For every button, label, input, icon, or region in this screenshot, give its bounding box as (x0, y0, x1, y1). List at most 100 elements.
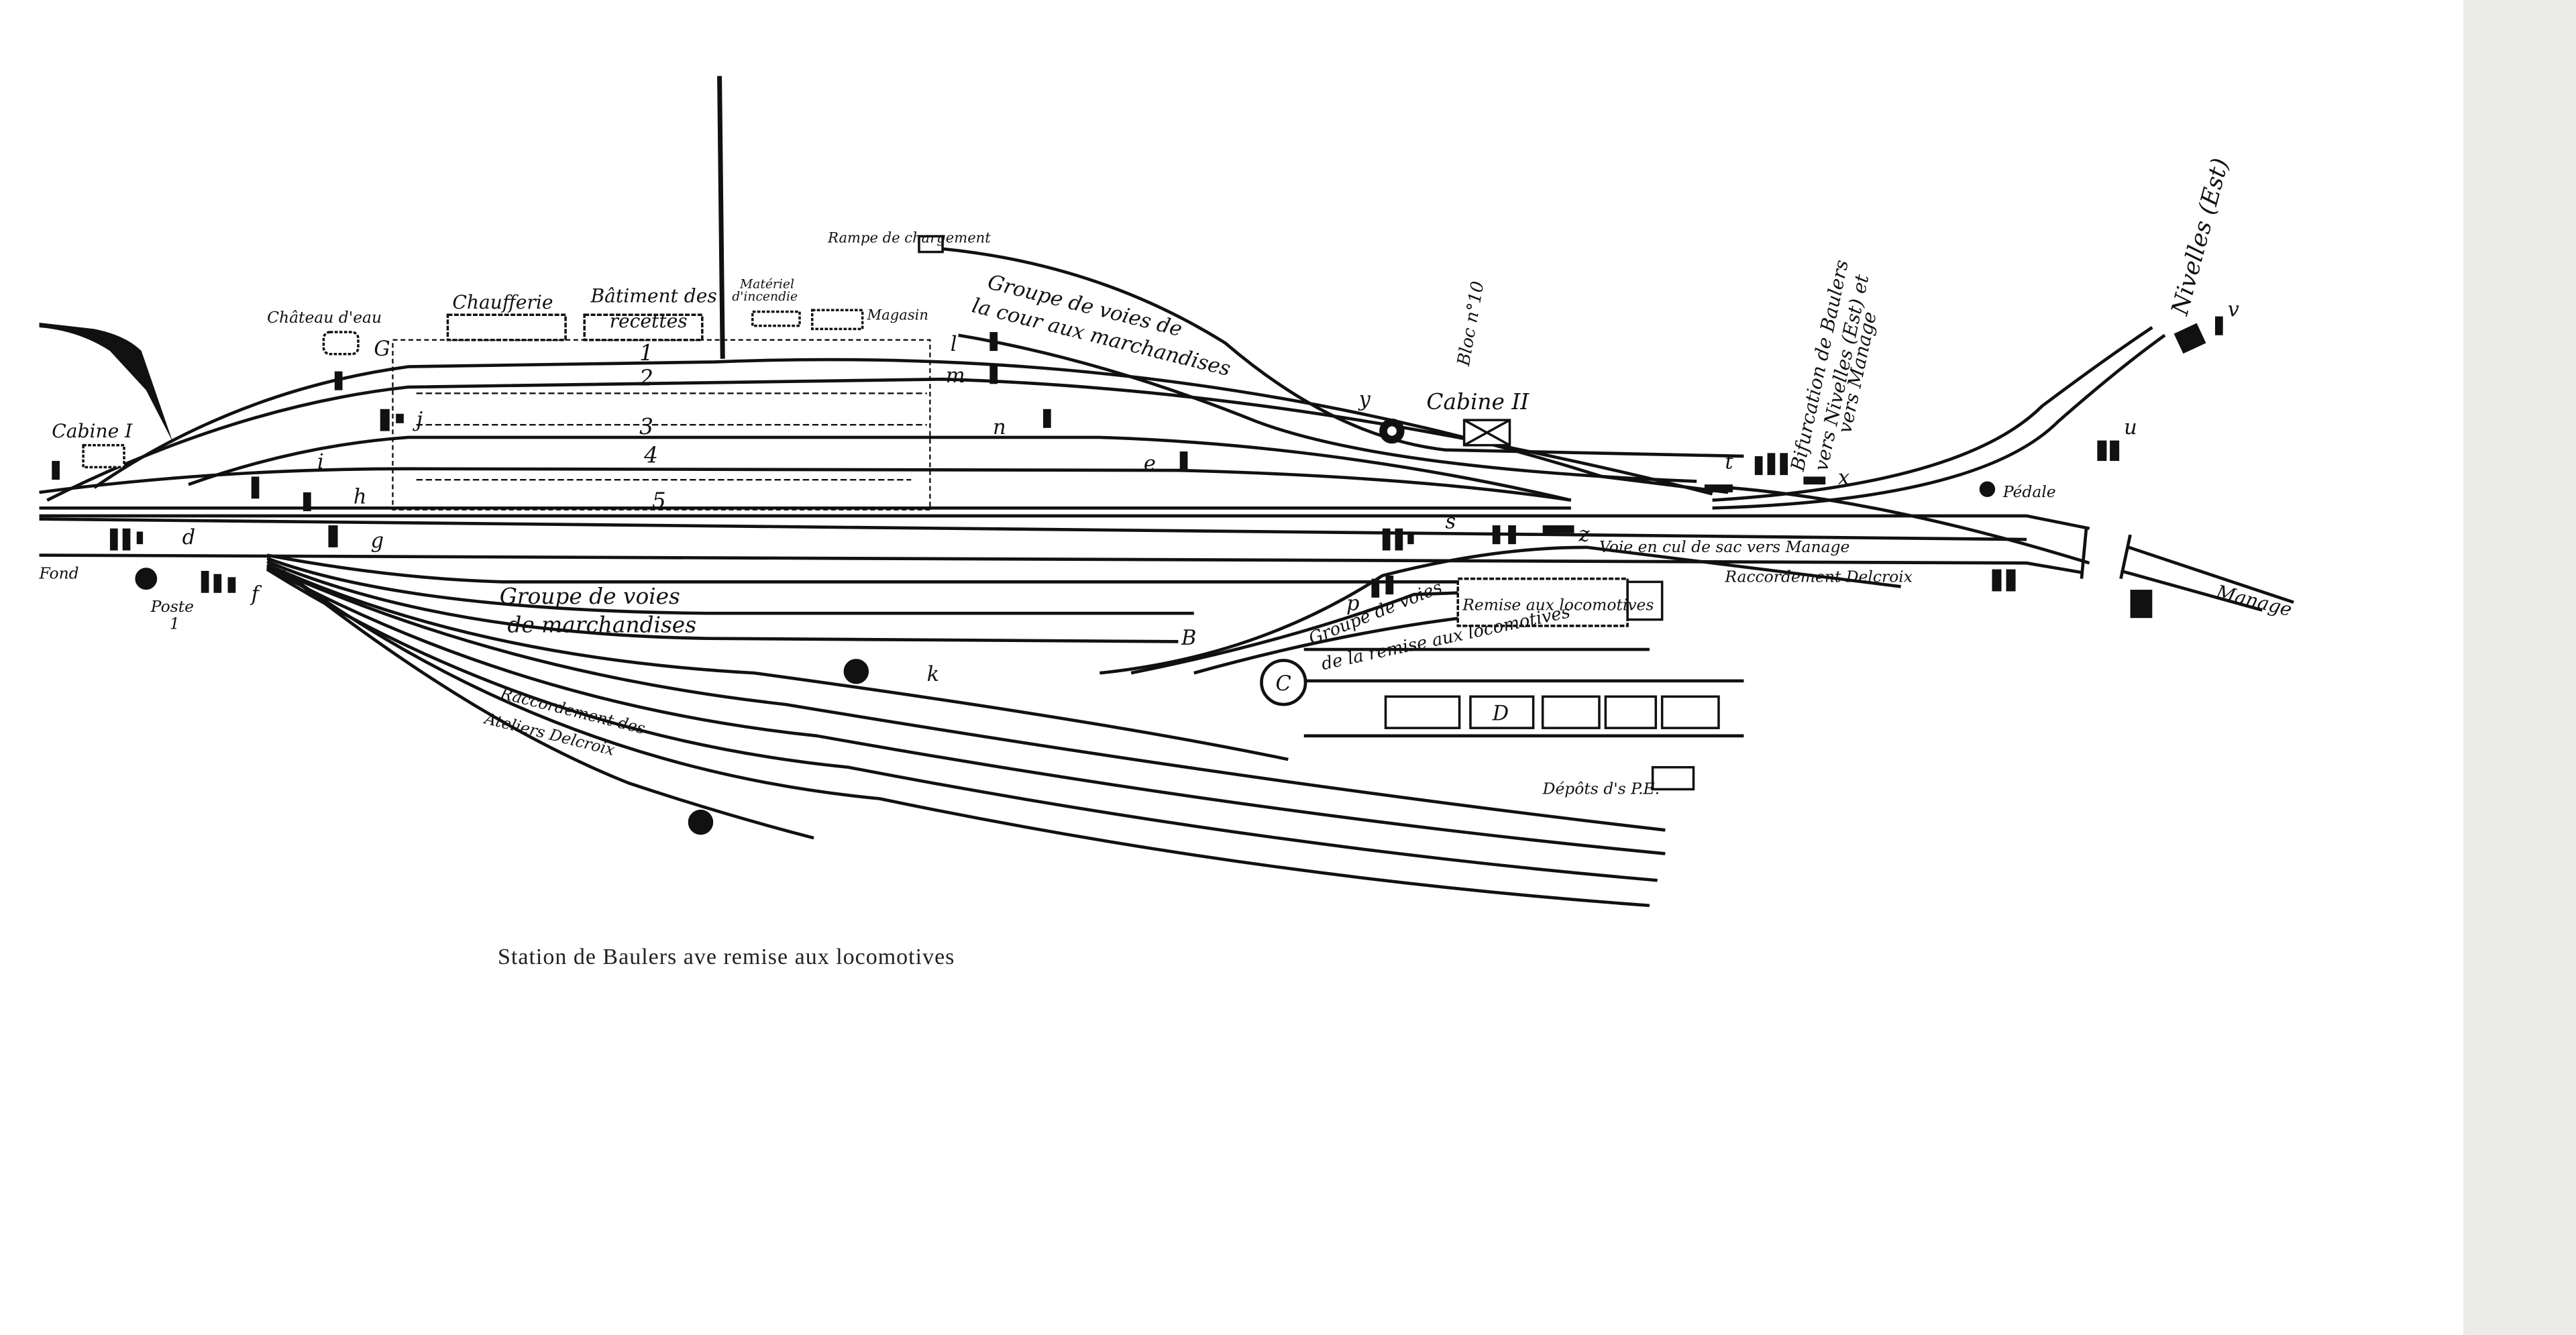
nivelles-branch (1712, 326, 2153, 502)
letter-s: s (1445, 511, 1456, 534)
scan-margin-strip (2463, 0, 2576, 1335)
tracks (39, 76, 2294, 908)
label-cabine1: Cabine I (52, 420, 133, 442)
cour-track-upper (942, 247, 1744, 458)
goods-track-2 (266, 557, 1194, 615)
nivelles-branch-2 (1712, 333, 2166, 510)
track-end-bar-2 (2119, 534, 2132, 580)
main-line (39, 517, 2027, 541)
manage-stub-2 (2120, 569, 2263, 612)
label-rampe: Rampe de chargement (827, 229, 991, 246)
goods-track-7 (266, 568, 1658, 882)
cour-track-lower (958, 333, 1697, 483)
letter-z: z (1578, 523, 1591, 546)
label-batiment-2: recettes (610, 310, 688, 332)
letter-v: v (2228, 299, 2239, 322)
label-batiment: Bâtiment des (590, 285, 717, 307)
remise-track-3 (1193, 616, 1650, 675)
label-poste-num: 1 (170, 615, 180, 633)
track-number-2: 2 (639, 366, 653, 391)
letter-h: h (354, 485, 367, 509)
label-materiel-2: d'incendie (732, 290, 798, 304)
label-depots: Dépôts d's P.E. (1542, 780, 1660, 798)
batiment-recettes-building (583, 313, 704, 341)
magasin-building (810, 309, 864, 331)
goods-track-6 (266, 566, 1666, 855)
goods-track-5 (266, 564, 1666, 832)
label-groupe-marc-2: de marchandises (507, 612, 696, 637)
depot-building-2 (1469, 695, 1535, 729)
track-3 (188, 435, 1572, 502)
depot-building-1 (1384, 695, 1461, 729)
label-remise: Remise aux locomotives (1462, 596, 1654, 615)
letter-D: D (1492, 702, 1509, 725)
round-signals (135, 418, 1996, 835)
label-bloc: Bloc n°10 (1454, 280, 1489, 368)
chaufferie-building (446, 313, 567, 341)
track-number-1: 1 (639, 340, 653, 366)
letter-l: l (951, 333, 957, 356)
label-chateau: Château d'eau (267, 308, 382, 327)
label-manage: Manage (2213, 580, 2294, 621)
manage-stub (2128, 545, 2294, 604)
label-groupe-marc: Groupe de voies (500, 584, 680, 609)
letter-m: m (946, 364, 965, 388)
signal-mast (717, 76, 725, 359)
letter-d: d (182, 526, 195, 549)
signals (52, 316, 2223, 619)
label-c-marker: C (1276, 672, 1291, 696)
remise-track-2 (1130, 585, 1634, 675)
label-voie-cul: Voie en cul de sac vers Manage (1599, 537, 1849, 556)
letter-k: k (927, 663, 939, 686)
depots-pe-building (1651, 765, 1695, 791)
track-number-3: 3 (639, 414, 653, 439)
rampe-building (918, 235, 944, 254)
main-line-upper (39, 514, 2090, 531)
goods-track-1 (266, 553, 1571, 584)
label-pedale: Pédale (2002, 482, 2056, 501)
label-chaufferie: Chaufferie (452, 291, 553, 313)
manage-line (1727, 486, 2090, 565)
raccordement-ateliers (282, 570, 814, 840)
track-4 (39, 467, 1572, 502)
remise-annex (1626, 580, 1664, 621)
letter-e: e (1144, 452, 1156, 476)
main-line-lower (39, 553, 2082, 574)
depot-building-5 (1660, 695, 1720, 729)
label-magasin: Magasin (867, 306, 928, 323)
label-poste: Poste (150, 597, 194, 616)
letter-B: B (1181, 627, 1196, 650)
letter-n: n (993, 416, 1006, 439)
track-end-bar (2080, 528, 2088, 579)
letter-markers: G j i h g d f l m n e y t s x u v z p k … (182, 299, 2239, 726)
goods-track-3 (266, 559, 1179, 643)
letter-t: t (1725, 451, 1733, 474)
figure-caption: Station de Baulers ave remise aux locomo… (498, 945, 955, 969)
depot-building-4 (1604, 695, 1658, 729)
label-materiel: Matériel (739, 277, 794, 291)
letter-g: g (371, 529, 384, 553)
label-cabine2: Cabine II (1426, 389, 1529, 415)
depot-building-3 (1541, 695, 1601, 729)
letter-u: u (2124, 416, 2137, 439)
scan-artifact (39, 322, 173, 442)
label-nivelles: Nivelles (Est) (2166, 155, 2235, 319)
letter-y: y (1358, 388, 1371, 411)
letter-i: i (317, 451, 324, 474)
letter-p: p (1346, 592, 1359, 616)
goods-track-4 (266, 563, 1289, 761)
chateau-eau-building (322, 331, 360, 356)
cabine-1-building (82, 443, 125, 469)
station-track-plan: Rampe de chargement Groupe de voies d e l… (39, 76, 2294, 908)
goods-track-8 (282, 570, 1650, 908)
letter-x: x (1838, 466, 1849, 490)
buildings (82, 235, 1720, 791)
label-fond: Fond (39, 564, 79, 583)
track-numbers: 1 2 3 4 5 (639, 340, 666, 513)
letter-j: j (413, 409, 423, 432)
label-raccord-delcroix: Raccordement Delcroix (1724, 567, 1913, 586)
track-number-5: 5 (652, 488, 666, 513)
letter-f: f (250, 582, 262, 606)
remise-building (1456, 577, 1629, 627)
